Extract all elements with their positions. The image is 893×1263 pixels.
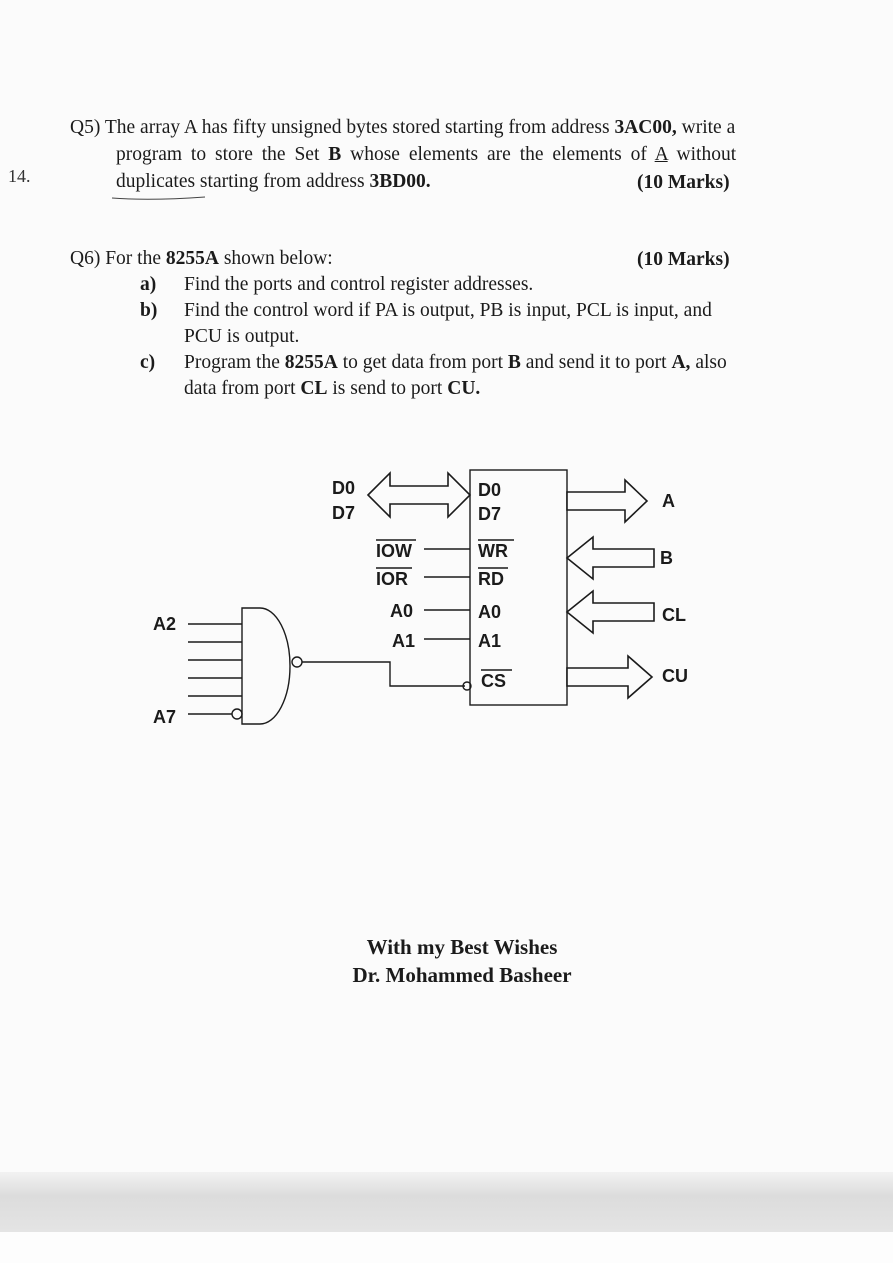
port-cl-arrow — [565, 589, 655, 635]
q5-text-2: program to store the Set — [116, 144, 320, 165]
q5-text-2-mid: whose elements are the elements of — [350, 144, 647, 165]
ctrl-iow: IOW — [376, 541, 412, 561]
gate-label-a7: A7 — [153, 707, 176, 727]
q6-c-port-cl: CL — [300, 378, 328, 399]
port-cu-arrow — [566, 654, 654, 700]
q6-marks: (10 Marks) — [637, 249, 730, 270]
port-label-b: B — [660, 548, 673, 568]
handwritten-underline — [111, 196, 206, 200]
q6-item-b-text-2: PCU is output. — [184, 326, 300, 347]
q5-text-1-end: write a — [681, 117, 736, 138]
pin-a1: A1 — [478, 631, 501, 651]
bus-label-d0: D0 — [332, 478, 355, 498]
q5-marks: (10 Marks) — [637, 172, 730, 193]
pin-wr: WR — [478, 541, 508, 561]
q5-text-3: duplicates starting from address — [116, 171, 365, 192]
ctrl-a1: A1 — [392, 631, 415, 651]
q6-c-t4: also — [695, 352, 727, 373]
chip-8255a-box — [469, 469, 568, 706]
q6-c-port-cu: CU. — [447, 378, 481, 399]
q6-item-a-text: Find the ports and control register addr… — [184, 274, 534, 295]
q6-c-port-b: B — [507, 352, 521, 373]
q6-item-c-letter: c) — [140, 352, 156, 373]
port-label-cl: CL — [662, 605, 686, 625]
q6-intro: Q6) For the 8255A shown below: — [70, 249, 333, 269]
ctrl-a0: A0 — [390, 601, 413, 621]
port-label-cu: CU — [662, 666, 688, 686]
q6-item-c-text-2: data from port CL is send to port CU. — [184, 379, 480, 399]
signature-line-2: Dr. Mohammed Basheer — [352, 963, 572, 987]
pin-rd: RD — [478, 569, 504, 589]
q6-c-port-a: A, — [671, 352, 691, 373]
q5-set-b: B — [328, 144, 342, 165]
ctrl-ior: IOR — [376, 569, 408, 589]
port-b-arrow — [565, 535, 655, 581]
pin-cs: CS — [481, 671, 506, 691]
data-bus-arrow — [366, 471, 472, 519]
pin-d7: D7 — [478, 504, 501, 524]
pin-d0: D0 — [478, 480, 501, 500]
q6-item-b-text-1: Find the control word if PA is output, P… — [184, 300, 712, 321]
q5-text-1: The array A has fifty unsigned bytes sto… — [104, 117, 610, 138]
q6-item-a-letter: a) — [140, 274, 157, 295]
q5-label: Q5) — [70, 117, 101, 138]
q6-c-t6: is send to port — [332, 378, 443, 399]
q5-address-1: 3AC00, — [614, 117, 677, 138]
nand-bubble — [291, 656, 303, 668]
q6-c-t5: data from port — [184, 378, 296, 399]
scan-shadow — [0, 1172, 893, 1232]
q6-label: Q6) — [70, 248, 101, 269]
port-label-a: A — [662, 491, 675, 511]
q5-text-2-end: without — [676, 144, 737, 165]
q6-c-t3: and send it to port — [525, 352, 667, 373]
q6-intro-a: For the — [105, 248, 161, 269]
q6-c-chip: 8255A — [284, 352, 338, 373]
bus-label-d7: D7 — [332, 503, 355, 523]
wire-gate-to-cs — [302, 661, 465, 687]
q5-line-2: program to store the Set B whose element… — [116, 145, 736, 165]
q5-line-1: Q5) The array A has fifty unsigned bytes… — [70, 118, 735, 138]
handwritten-margin-note: 14. — [8, 166, 31, 186]
q5-set-a: A — [654, 144, 668, 165]
pin-a0: A0 — [478, 602, 501, 622]
q6-chip: 8255A — [165, 248, 219, 269]
q6-c-t1: Program the — [184, 352, 280, 373]
nand-gate — [241, 607, 291, 725]
q5-line-3: duplicates starting from address 3BD00. — [116, 172, 431, 192]
q6-item-c-text-1: Program the 8255A to get data from port … — [184, 353, 727, 373]
q6-intro-b: shown below: — [223, 248, 333, 269]
gate-input-6-bubble — [231, 708, 243, 720]
signature-line-1: With my Best Wishes — [366, 935, 558, 959]
q6-c-t2: to get data from port — [342, 352, 503, 373]
port-a-arrow — [566, 478, 649, 524]
gate-label-a2: A2 — [153, 614, 176, 634]
cs-bubble — [462, 681, 472, 691]
q5-address-2: 3BD00. — [369, 171, 431, 192]
q6-item-b-letter: b) — [140, 300, 158, 321]
scan-edge — [0, 1232, 893, 1263]
